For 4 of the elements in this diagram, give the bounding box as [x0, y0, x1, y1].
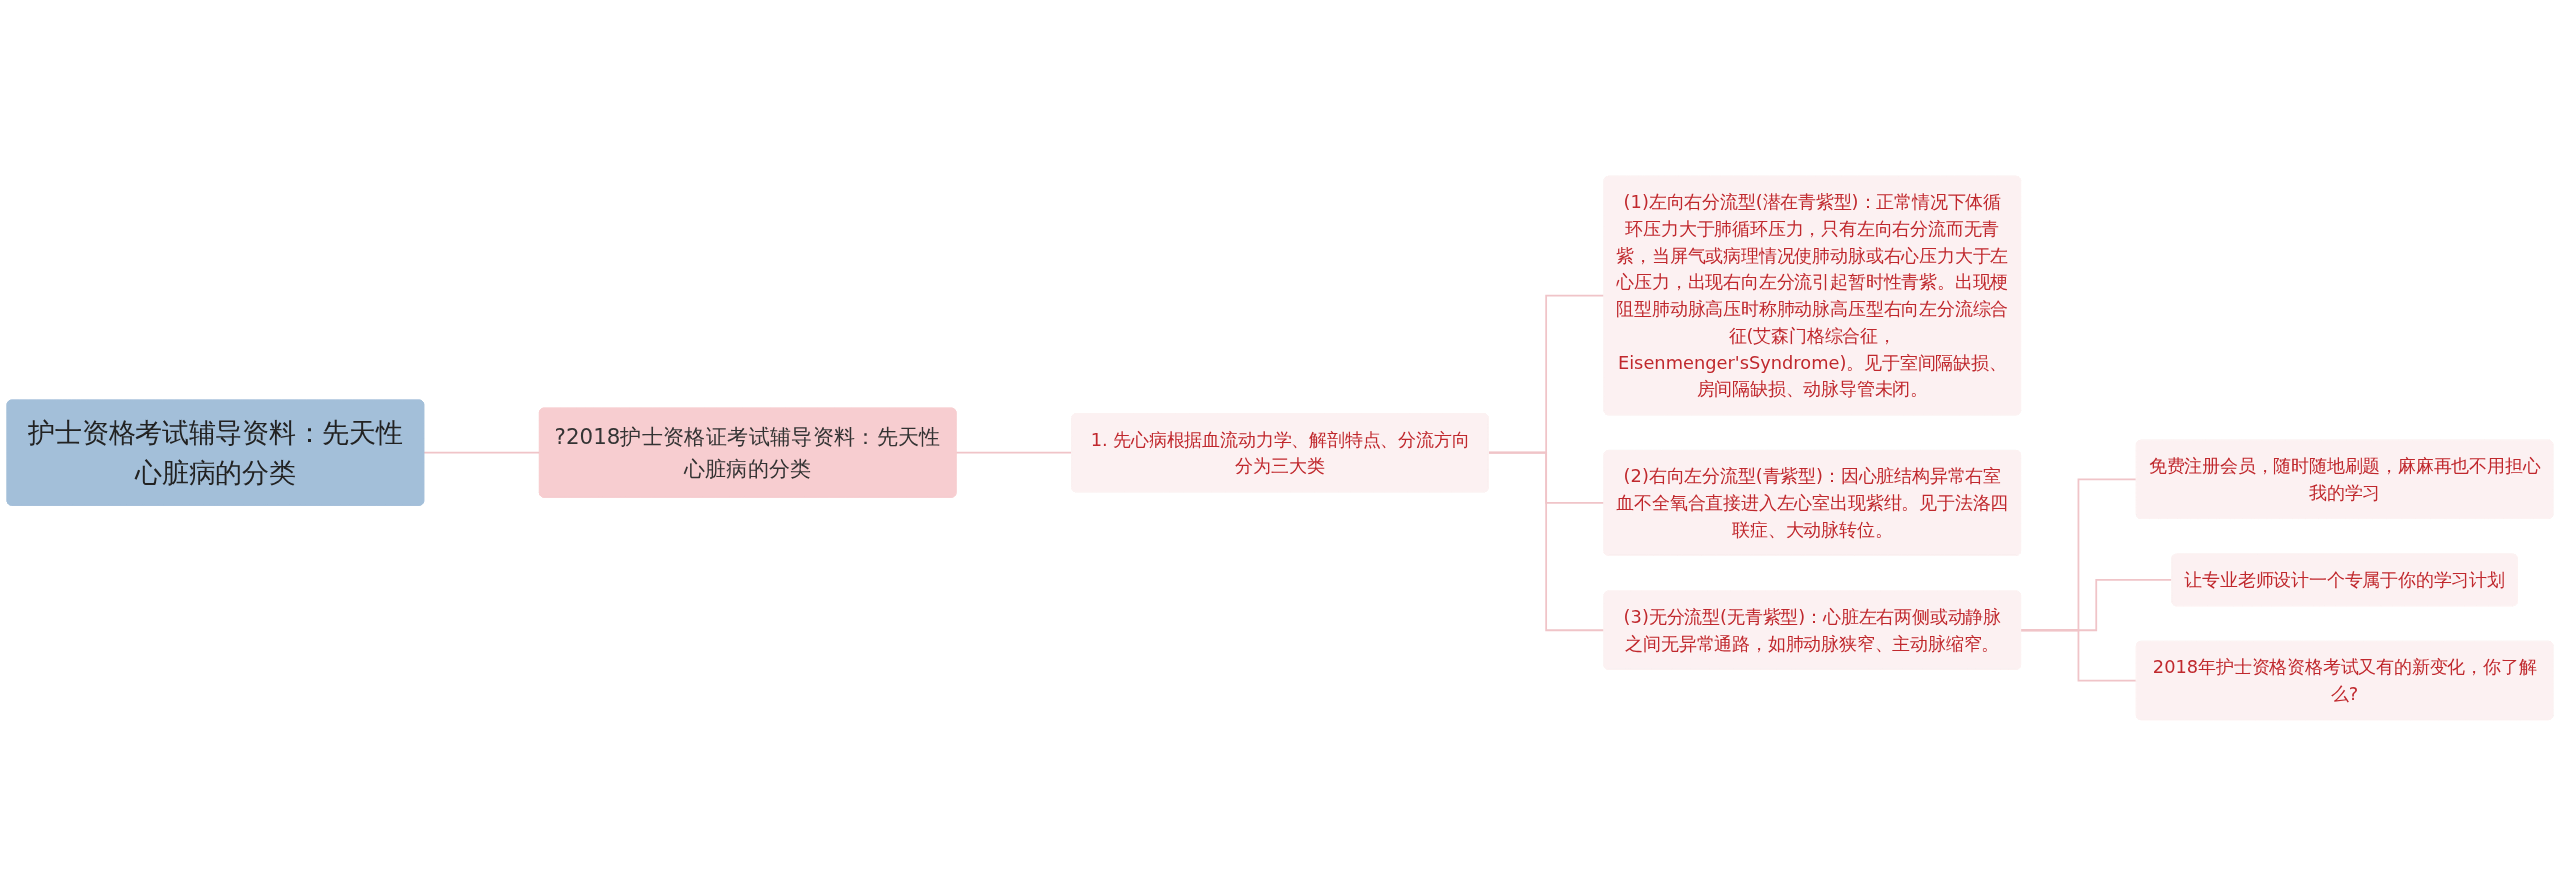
connector [955, 451, 1073, 454]
connector [422, 451, 541, 454]
connector [1487, 451, 1605, 632]
connector [2019, 629, 2138, 682]
